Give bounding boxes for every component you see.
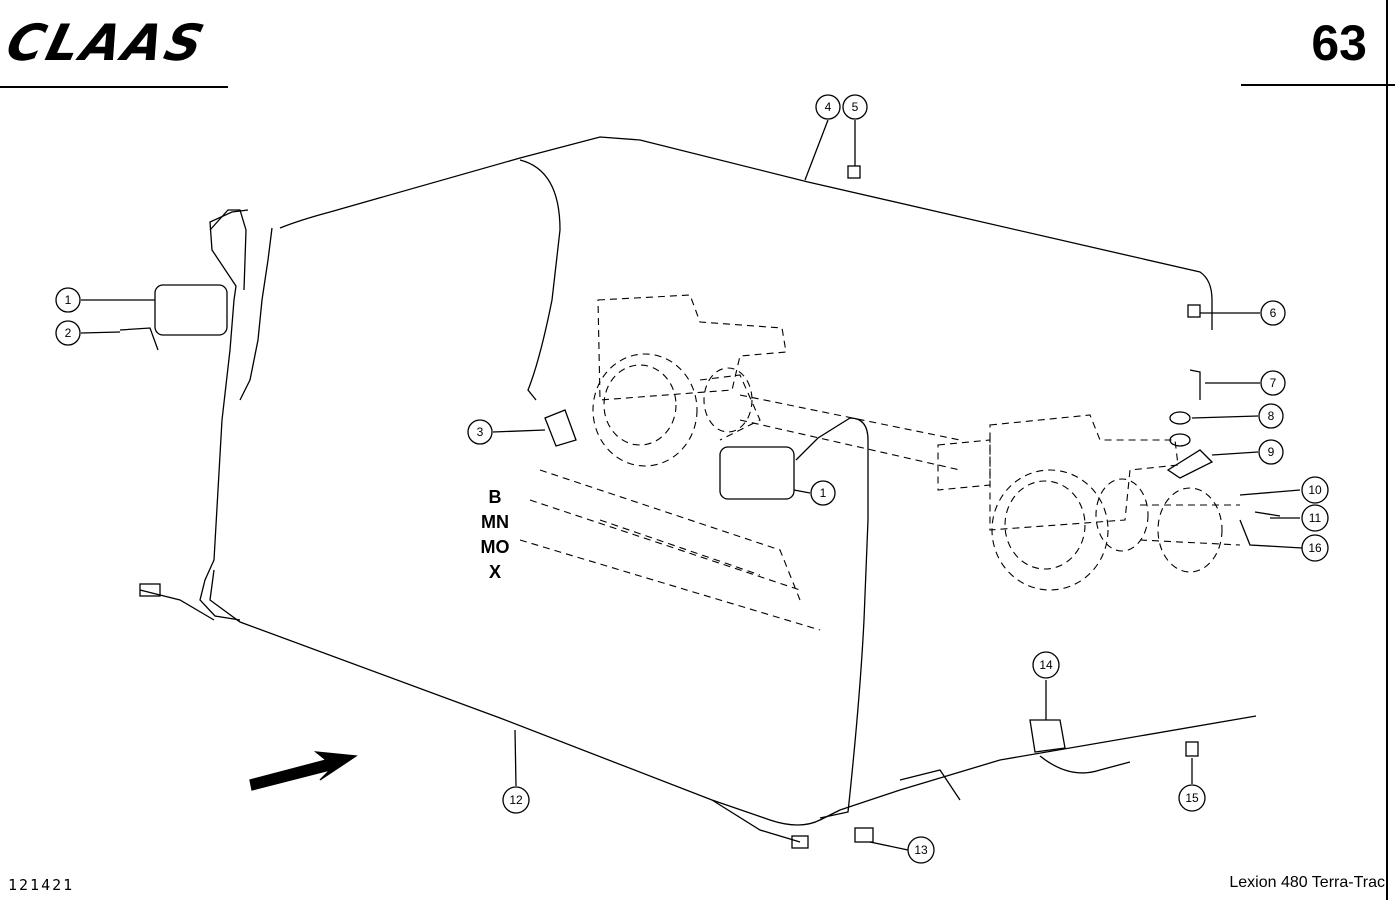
callout-12 bbox=[502, 786, 530, 814]
variant-code-x: X bbox=[488, 562, 501, 582]
callout-5 bbox=[842, 94, 868, 120]
callout-13 bbox=[907, 836, 935, 864]
callout-label: 5 bbox=[852, 100, 859, 114]
callout-label: 14 bbox=[1039, 658, 1053, 672]
callout-label: 3 bbox=[477, 425, 484, 439]
callout-14 bbox=[1032, 651, 1060, 679]
callout-label: 1 bbox=[65, 293, 72, 307]
callout-label: 7 bbox=[1270, 376, 1277, 390]
callout-7 bbox=[1260, 370, 1286, 396]
page-number: 63 bbox=[1311, 15, 1367, 71]
axle-outline bbox=[519, 294, 1241, 631]
drawing-number: 121421 bbox=[8, 876, 75, 894]
callout-3 bbox=[467, 419, 493, 445]
callout-1-left bbox=[55, 287, 81, 313]
callout-label: 10 bbox=[1308, 483, 1322, 497]
callout-label: 1 bbox=[820, 486, 827, 500]
callout-label: 13 bbox=[914, 843, 928, 857]
callout-15 bbox=[1178, 784, 1206, 812]
callout-label: 6 bbox=[1270, 306, 1277, 320]
callout-16 bbox=[1301, 534, 1329, 562]
header-rule-right bbox=[1241, 84, 1395, 86]
callout-11 bbox=[1301, 504, 1329, 532]
callout-10 bbox=[1301, 476, 1329, 504]
callout-2 bbox=[55, 320, 81, 346]
callout-1-right bbox=[810, 480, 836, 506]
callout-label: 12 bbox=[509, 793, 523, 807]
callout-label: 8 bbox=[1268, 409, 1275, 423]
variant-code-mo: MO bbox=[480, 537, 510, 557]
callout-4 bbox=[815, 94, 841, 120]
callout-8 bbox=[1258, 403, 1284, 429]
work-light-left bbox=[154, 284, 228, 336]
callout-label: 11 bbox=[1309, 511, 1322, 525]
callout-label: 4 bbox=[825, 100, 832, 114]
callout-label: 15 bbox=[1185, 791, 1199, 805]
work-light-right bbox=[719, 446, 795, 500]
model-name: Lexion 480 Terra-Trac bbox=[1229, 874, 1385, 891]
callout-label: 2 bbox=[65, 326, 72, 340]
header-rule-left bbox=[0, 86, 228, 88]
variant-code-mn: MN bbox=[481, 512, 509, 532]
frame-border bbox=[1386, 0, 1388, 900]
variant-code-b: B bbox=[488, 487, 502, 507]
callout-6 bbox=[1260, 300, 1286, 326]
callout-9 bbox=[1258, 439, 1284, 465]
callout-label: 9 bbox=[1268, 445, 1275, 459]
callout-label: 16 bbox=[1308, 541, 1322, 555]
